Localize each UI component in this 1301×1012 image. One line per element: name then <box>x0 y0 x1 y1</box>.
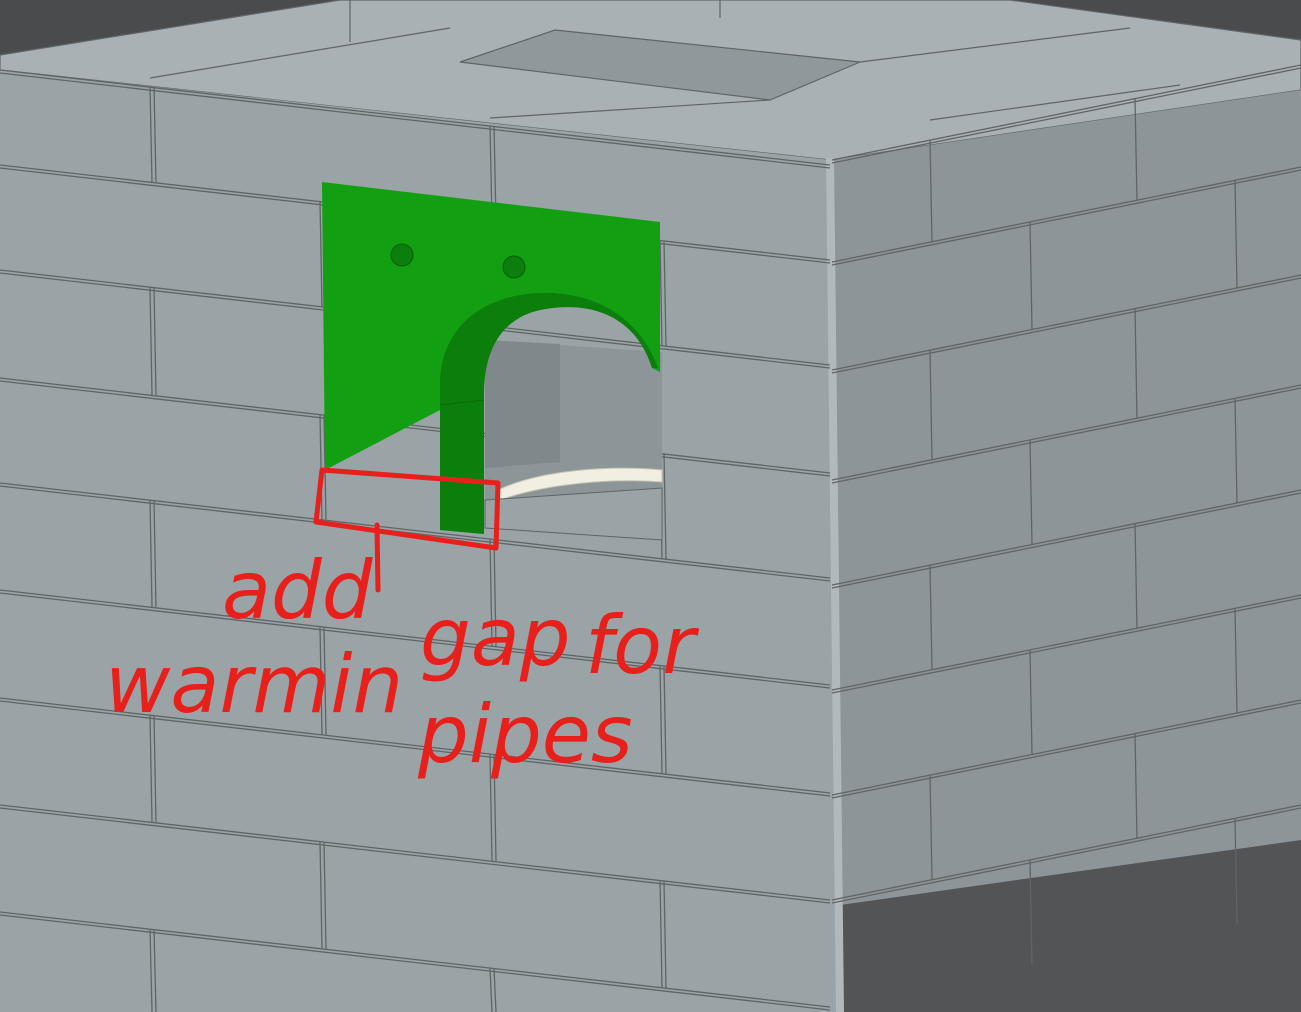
brick-joint <box>831 489 1301 586</box>
brick-joint <box>831 277 1301 374</box>
warming-pipe <box>497 467 663 501</box>
green-arch-shade <box>440 292 658 534</box>
brick-joint <box>149 87 153 183</box>
brick-joint <box>1134 523 1138 629</box>
side-wall-face <box>830 90 1301 905</box>
brick-joint <box>489 968 493 1012</box>
brick-joint <box>0 804 831 901</box>
brick-joint <box>493 968 497 1012</box>
brick-joint <box>0 377 831 474</box>
brick-joint <box>0 482 831 579</box>
brick-joint <box>319 414 323 520</box>
opening-inner-shadow <box>485 340 560 468</box>
mount-hole-left[interactable] <box>390 243 414 267</box>
brick-joint <box>489 539 493 647</box>
brick-joint <box>831 64 1301 161</box>
mount-hole-right[interactable] <box>502 255 526 279</box>
brick-joint <box>493 754 497 862</box>
brick-joint <box>149 500 153 608</box>
brick-joint <box>663 665 667 774</box>
side-brick-courses <box>831 64 1301 965</box>
green-bracket-part[interactable] <box>322 182 660 534</box>
brick-joint <box>831 384 1301 481</box>
green-part-edge <box>439 399 485 406</box>
brick-joint <box>1029 439 1033 545</box>
brick-joint <box>831 597 1301 694</box>
brick-joint <box>659 240 663 346</box>
brick-joint <box>153 287 157 396</box>
brick-joint <box>663 880 667 988</box>
brick-joint <box>323 841 327 949</box>
brick-joint <box>929 140 933 243</box>
note-add: add <box>222 544 374 637</box>
brick-joint <box>659 665 663 774</box>
brick-joint <box>1029 649 1033 755</box>
brick-joint <box>663 240 667 346</box>
brick-joint <box>1134 308 1138 419</box>
brick-joint <box>0 485 831 582</box>
brick-joint <box>319 841 323 949</box>
brick-joint <box>831 807 1301 904</box>
brick-joint <box>1234 608 1238 714</box>
brick-joint <box>153 929 157 1012</box>
brick-joint <box>489 754 493 862</box>
note-for: for <box>585 599 700 692</box>
brick-joint <box>1029 221 1033 330</box>
markup-text: add gap for warmin pipes <box>105 544 700 781</box>
brick-joint <box>153 500 157 608</box>
brick-joint <box>659 880 663 988</box>
markup-leader-line <box>374 522 381 593</box>
brick-joint <box>1029 859 1033 965</box>
note-warmin: warmin <box>105 638 403 731</box>
brick-joint <box>0 914 831 1011</box>
markup-annotation <box>313 467 501 593</box>
brick-joint <box>0 592 831 689</box>
brick-joint <box>831 67 1301 164</box>
markup-highlight-box <box>313 467 501 551</box>
brick-joint <box>0 69 831 166</box>
note-pipes: pipes <box>417 688 633 781</box>
brick-joint <box>0 589 831 686</box>
brick-joint <box>831 166 1301 263</box>
brick-joint <box>0 72 831 169</box>
brick-joint <box>1134 733 1138 839</box>
brick-joint <box>0 697 831 794</box>
brick-joint <box>149 715 153 823</box>
brick-joint <box>831 699 1301 796</box>
opening-sill <box>484 487 663 541</box>
brick-joint <box>1234 180 1238 289</box>
brick-joint <box>831 387 1301 484</box>
brick-joint <box>1234 398 1238 504</box>
brick-joint <box>1134 98 1138 201</box>
note-gap: gap <box>420 591 571 684</box>
brick-joint <box>929 775 933 881</box>
brick-joint <box>0 700 831 797</box>
top-brick-joints <box>149 0 1181 121</box>
brick-joint <box>323 626 327 735</box>
brick-joint <box>153 715 157 823</box>
brick-joint <box>0 911 831 1008</box>
brick-joint <box>929 350 933 461</box>
brick-joint <box>831 702 1301 799</box>
brick-joint <box>663 453 667 559</box>
brick-joint <box>319 626 323 735</box>
brick-joint <box>831 492 1301 589</box>
brick-joint <box>153 87 157 183</box>
brick-joint <box>831 169 1301 266</box>
brick-joint <box>0 380 831 477</box>
brick-joint <box>929 565 933 671</box>
brick-joint <box>319 201 323 307</box>
brick-joint <box>831 804 1301 901</box>
brick-joint <box>831 594 1301 691</box>
brick-joint <box>0 807 831 904</box>
brick-joint <box>149 929 153 1012</box>
brick-joint <box>1234 818 1238 924</box>
brick-joint <box>831 274 1301 371</box>
brick-joint <box>149 287 153 396</box>
brick-joint <box>493 539 497 647</box>
